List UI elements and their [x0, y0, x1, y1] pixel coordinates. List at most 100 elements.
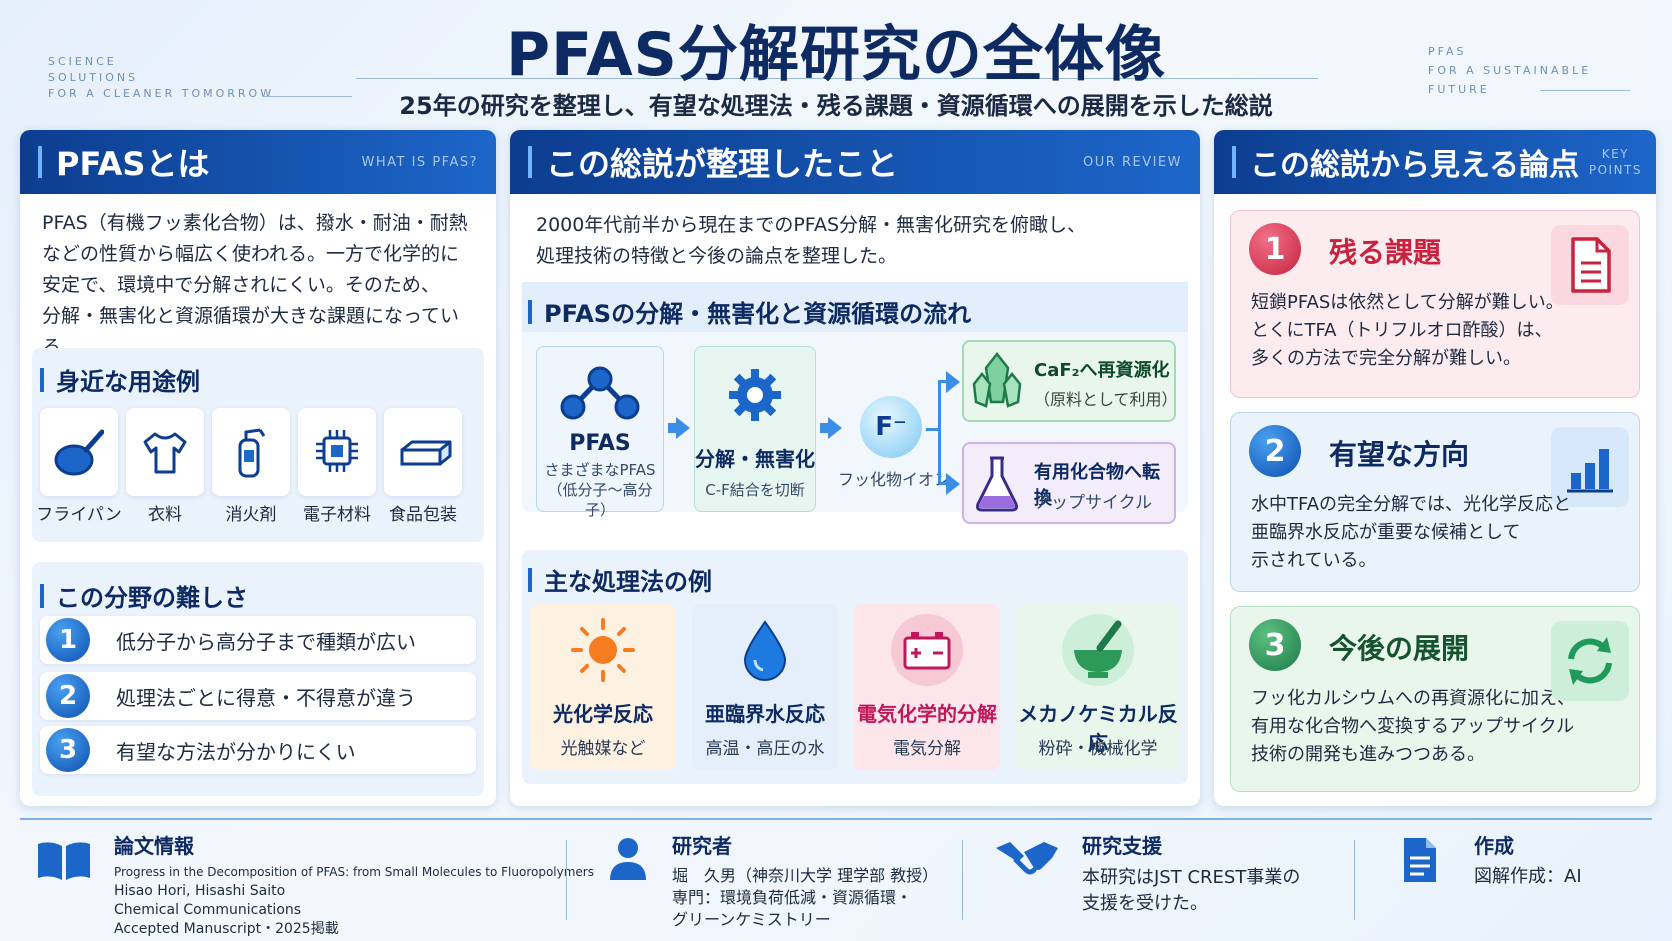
flow-fluoride: F⁻ フッ化物イオン	[838, 346, 950, 512]
branch-connector	[938, 380, 941, 484]
battery-icon	[903, 632, 951, 670]
methods-title-text: 主な処理法の例	[544, 568, 712, 596]
key-point-title: 今後の展開	[1329, 632, 1470, 665]
use-label: 衣料	[148, 505, 182, 525]
tshirt-icon	[143, 432, 187, 474]
support-text: 支援を受けた。	[1082, 893, 1208, 914]
flow-arrow-shaft	[940, 380, 950, 383]
researcher-field: 専門：環境負荷低減・資源循環・	[672, 888, 913, 907]
footer-credit-title: 作成	[1474, 834, 1514, 858]
intro-line: 処理技術の特徴と今後の論点を整理した。	[536, 245, 898, 267]
use-label: 電子材料	[303, 505, 371, 525]
title-accent	[528, 567, 532, 592]
key-point-card: 2 有望な方向 水中TFAの完全分解では、光化学反応と 亜臨界水反応が重要な候補…	[1230, 412, 1640, 592]
number-badge: 2	[1249, 425, 1301, 477]
file-icon	[1404, 838, 1436, 882]
molecule-icon	[560, 366, 640, 420]
key-point-line: 亜臨界水反応が重要な候補として	[1251, 522, 1521, 543]
flow-arrow-shaft	[820, 423, 830, 433]
number-badge: 1	[46, 618, 90, 662]
flow-decomp-title: 分解・無害化	[695, 447, 815, 471]
method-sub: 光触媒など	[560, 739, 646, 759]
title-accent	[40, 367, 44, 392]
uses-title-text: 身近な用途例	[56, 368, 200, 396]
frying-pan-card	[40, 408, 118, 496]
title-accent	[40, 583, 44, 608]
header-accent	[38, 146, 42, 178]
use-label: 食品包装	[389, 505, 457, 525]
difficulty-text: 低分子から高分子まで種類が広い	[116, 629, 416, 654]
flow-arrow-shaft	[926, 428, 940, 431]
key-point-line: 技術の開発も進みつつある。	[1251, 744, 1485, 765]
footer-separator	[566, 840, 567, 920]
crystal-icon	[972, 351, 1022, 408]
difficulty-item: 1 低分子から高分子まで種類が広い	[40, 616, 476, 664]
flow-decomp-sub: C-F結合を切断	[705, 481, 805, 499]
footer-paper-title: 論文情報	[114, 834, 194, 858]
paper-title-line: Progress in the Decomposition of PFAS: f…	[114, 865, 594, 879]
flow-arrow-icon	[946, 473, 960, 495]
difficulty-text: 有望な方法が分かりにくい	[116, 739, 356, 764]
difficulty-section: この分野の難しさ 1 低分子から高分子まで種類が広い 2 処理法ごとに得意・不得…	[32, 562, 484, 796]
document-icon-bg	[1551, 225, 1629, 305]
key-point-text: 水中TFAの完全分解では、光化学反応と 亜臨界水反応が重要な候補として 示されて…	[1251, 491, 1571, 575]
footer-researcher-title: 研究者	[672, 834, 732, 858]
handshake-icon	[996, 842, 1058, 875]
left-panel-title-en: WHAT IS PFAS?	[361, 154, 478, 170]
water-drop-icon	[743, 620, 787, 681]
key-point-line: 示されている。	[1251, 550, 1377, 571]
food-package-icon	[400, 440, 452, 466]
gear-icon	[729, 369, 781, 421]
uses-section: 身近な用途例 フライパン 衣料 消火剤 電子材料 食品包装	[32, 348, 484, 542]
key-point-title: 有望な方向	[1329, 438, 1470, 471]
difficulty-item: 3 有望な方法が分かりにくい	[40, 726, 476, 774]
key-point-card: 1 残る課題 短鎖PFASは依然として分解が難しい。 とくにTFA（トリフルオロ…	[1230, 210, 1640, 398]
person-icon	[610, 838, 646, 880]
method-card: メカノケミカル反応 粉砕・機械化学	[1016, 604, 1180, 770]
paper-authors: Hisao Hori, Hisashi Saito	[114, 883, 286, 899]
header-accent	[528, 146, 532, 178]
right-panel-title: この総説から見える論点	[1250, 148, 1580, 183]
flow-arrow-shaft	[940, 482, 950, 485]
key-point-text: フッ化カルシウムへの再資源化に加え、 有用な化合物へ変換するアップサイクル 技術…	[1251, 685, 1575, 769]
difficulty-text: 処理法ごとに得意・不得意が違う	[116, 685, 416, 710]
support-text: 本研究はJST CREST事業の	[1082, 867, 1301, 888]
flow-pfas-sub: さまざまなPFAS	[544, 461, 656, 479]
method-title: 亜臨界水反応	[705, 702, 825, 726]
left-panel-title: PFASとは	[56, 145, 210, 183]
methods-title: 主な処理法の例	[528, 562, 712, 597]
paper-status: Accepted Manuscript・2025掲載	[114, 921, 339, 937]
key-point-title: 残る課題	[1329, 236, 1442, 269]
fluoride-ion-icon: F⁻	[860, 396, 922, 458]
title-underline	[356, 78, 1318, 79]
flow-pfas-title: PFAS	[569, 431, 631, 456]
title-en-line: KEY	[1601, 147, 1630, 161]
flow-fluoride-label: フッ化物イオン	[837, 470, 950, 489]
number-badge: 3	[1249, 619, 1301, 671]
methods-section: 主な処理法の例 光化学反応 光触媒など 亜臨界水反応 高温・高圧の水 電気化学的…	[522, 550, 1188, 784]
header-accent	[1232, 146, 1236, 178]
method-title: メカノケミカル反応	[1018, 702, 1178, 755]
review-intro: 2000年代前半から現在までのPFAS分解・無害化研究を俯瞰し、 処理技術の特徴…	[536, 210, 1086, 272]
center-panel: この総説が整理したこと OUR REVIEW 2000年代前半から現在までのPF…	[510, 130, 1200, 806]
tshirt-card	[126, 408, 204, 496]
recycle-icon-bg	[1551, 621, 1629, 701]
flow-upcycle-title: 有用化合物へ転換	[1034, 462, 1160, 509]
key-point-line: とくにTFA（トリフルオロ酢酸）は、	[1251, 320, 1553, 341]
difficulty-title: この分野の難しさ	[40, 578, 248, 613]
paper-journal: Chemical Communications	[114, 902, 302, 918]
method-sub: 電気分解	[893, 739, 961, 759]
food-package-card	[384, 408, 462, 496]
chip-icon	[316, 430, 358, 472]
flow-caf2-title: CaF₂へ再資源化	[1034, 360, 1170, 381]
key-point-line: 水中TFAの完全分解では、光化学反応と	[1251, 494, 1572, 515]
center-panel-title: この総説が整理したこと	[546, 145, 899, 183]
flow-upcycle: 有用化合物へ転換 アップサイクル	[962, 442, 1176, 524]
center-panel-header: この総説が整理したこと OUR REVIEW	[510, 130, 1200, 194]
researcher-field: グリーンケミストリー	[672, 910, 831, 929]
method-card: 電気化学的分解 電気分解	[854, 604, 1000, 770]
sun-icon	[571, 618, 635, 682]
footer-separator	[1354, 840, 1355, 920]
